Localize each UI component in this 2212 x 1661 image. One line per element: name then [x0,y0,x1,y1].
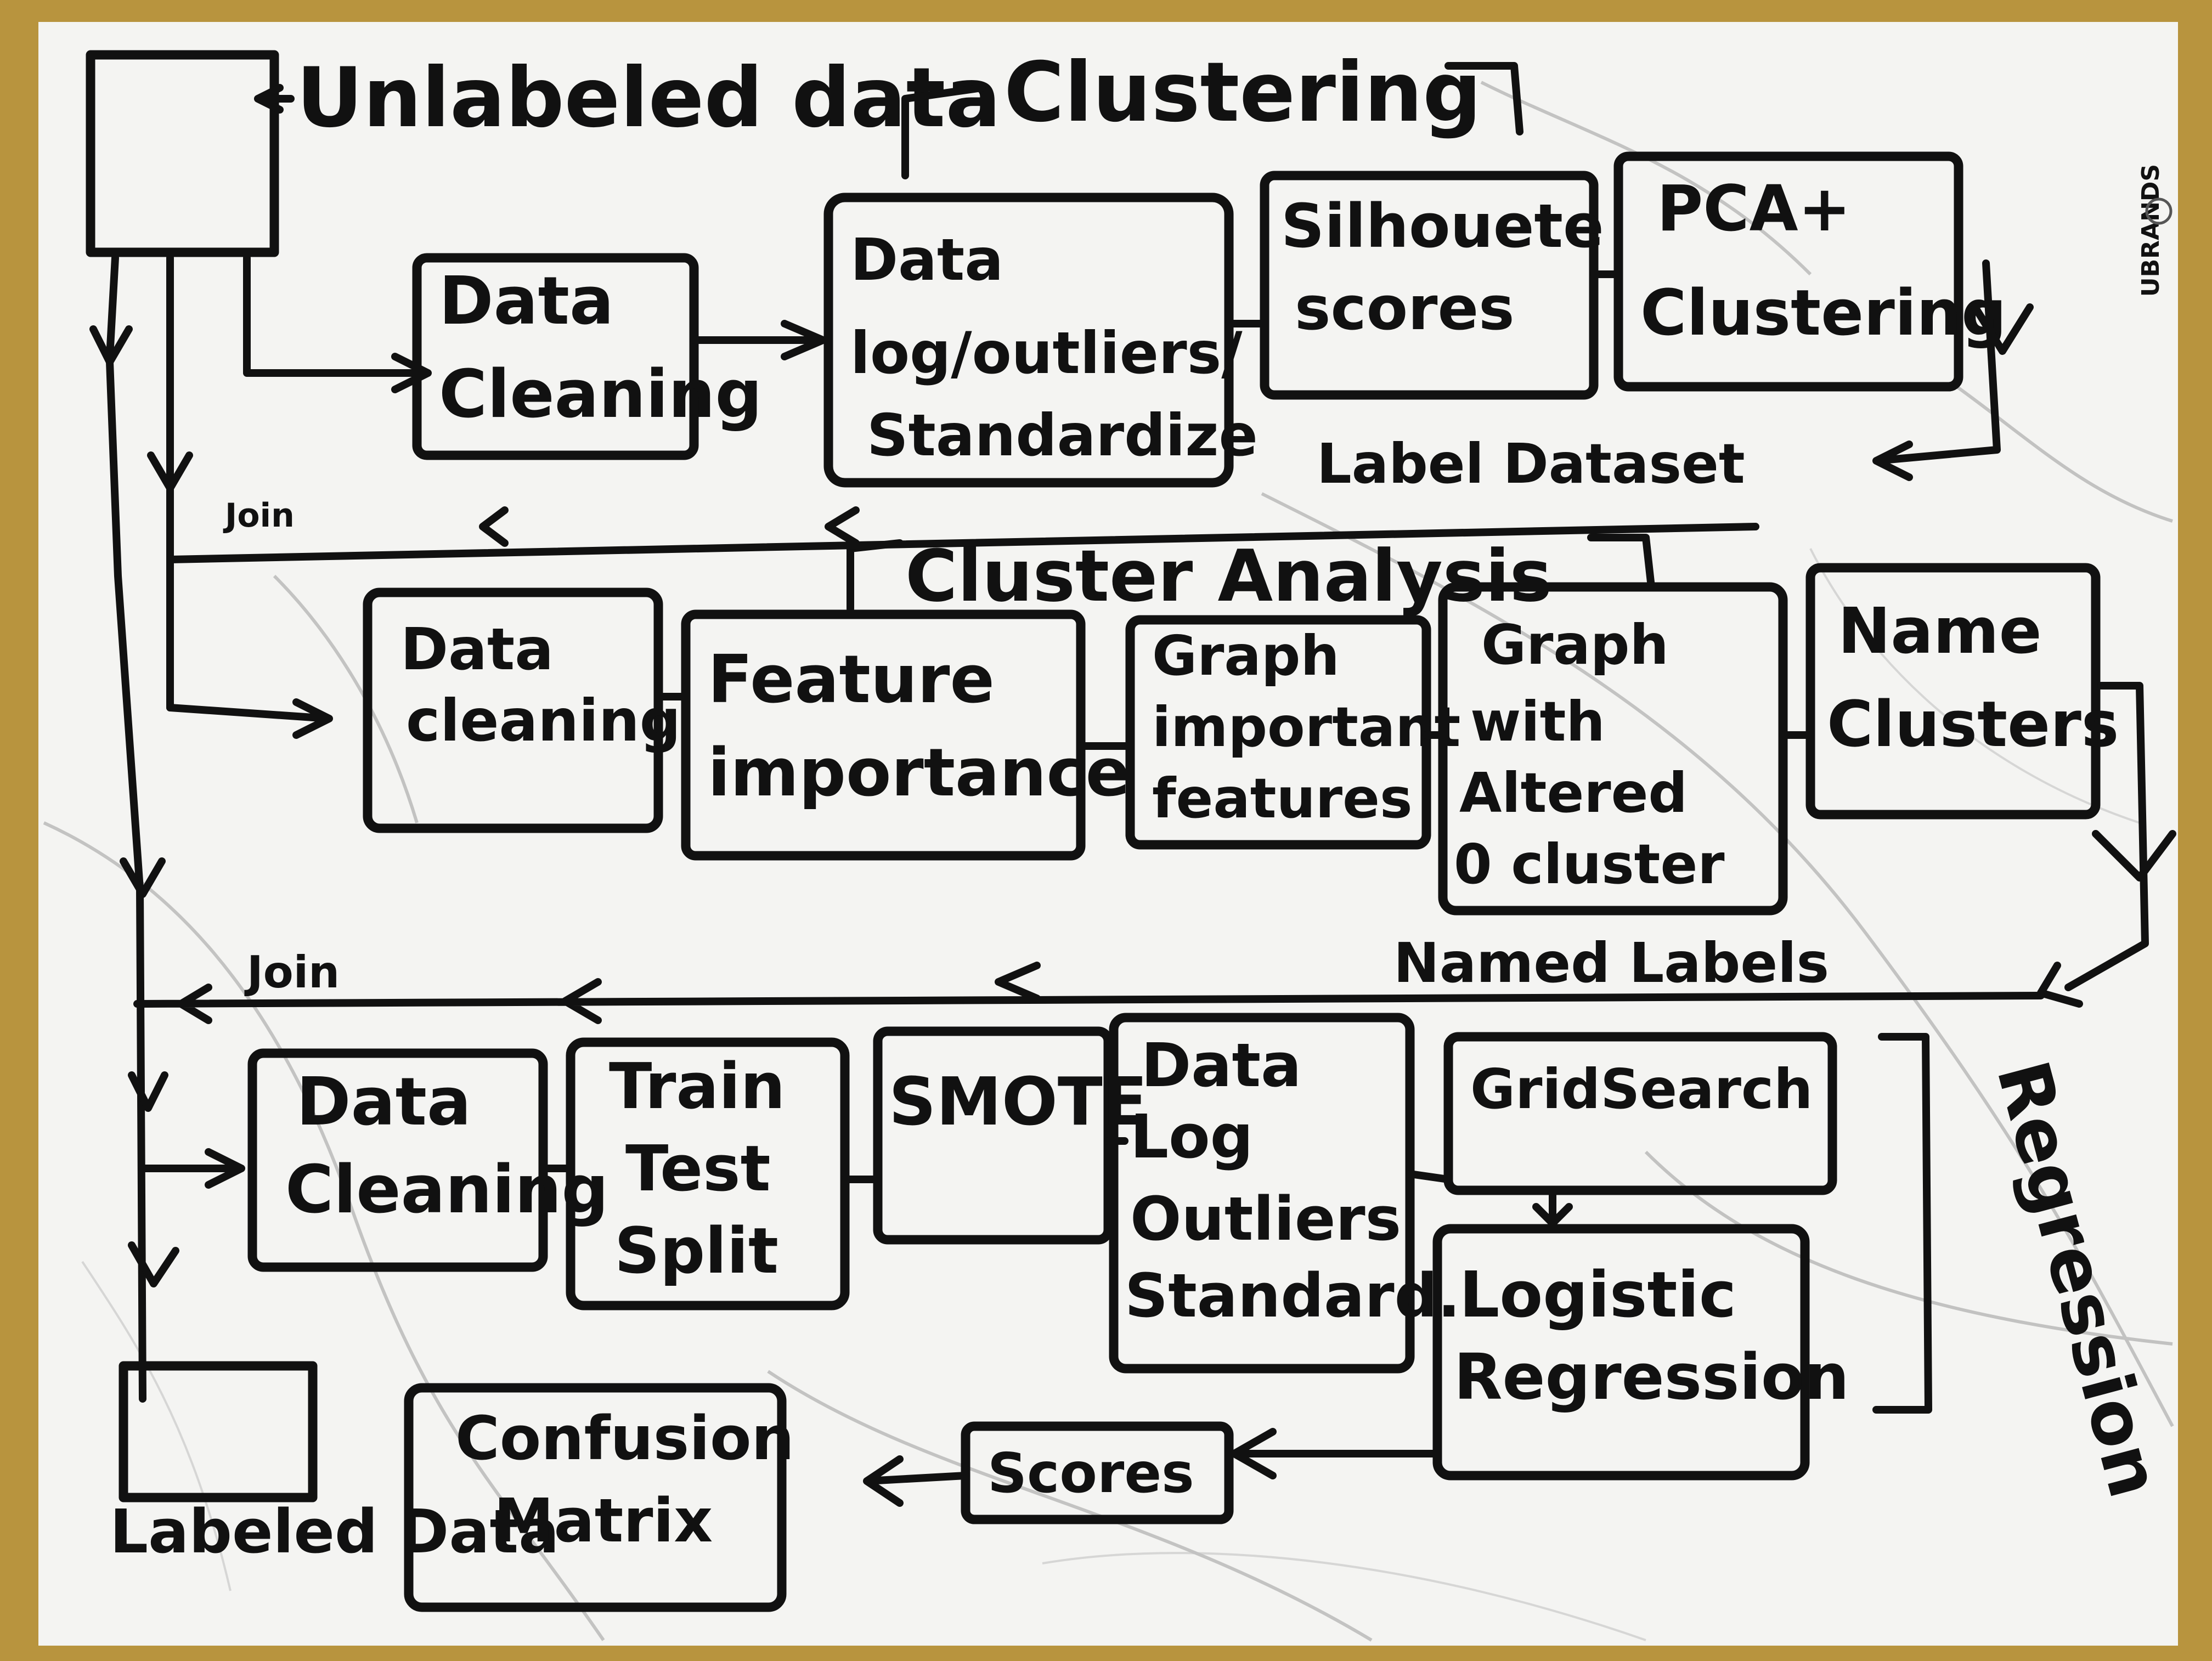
row3-train-test-text: Train Test Split [609,1050,807,1288]
inner-trunk-line [147,254,193,711]
row3-confusion-text: Confusion Matrix [455,1403,815,1556]
row3-to-confusion-arrow [863,1455,969,1507]
row2-graph-important-text: Graph important features [1152,624,1480,830]
row3-gridsearch-text: GridSearch [1470,1057,1813,1121]
row1-join-line [166,506,1759,563]
row2-graph-altered-box [1438,582,1788,916]
row1-arrow-1 [690,320,827,360]
row2-name-clusters-box [1805,563,2101,820]
row3-data-cleaning-box [247,1048,548,1272]
row1-silhouette-box [1260,171,1599,400]
row3-preprocess-text: Data Log Outliers Standard. [1125,1030,1460,1331]
row1-silhouette-text: Silhouete scores [1281,191,1625,343]
cluster-analysis-title: Cluster Analysis [905,534,1552,618]
row3-scores-text: Scores [988,1441,1194,1505]
row3-train-test-box [566,1037,850,1310]
row2-name-clusters-text: Name Clusters [1827,595,2119,761]
row2-feature-importance-box [681,609,1086,861]
clustering-bracket [901,62,1523,179]
unlabeled-data-box [86,50,279,257]
row1-data-cleaning-text: Data Cleaning [439,263,762,433]
labeled-data-label: Labeled Data [110,1496,559,1567]
to-row3-arrow [139,1148,245,1189]
trunk-down-arrow-3 [128,1071,168,1112]
labeled-data-text: Labeled Data [110,1496,559,1567]
trunk-down-arrow-2 [120,857,166,898]
row3-gridsearch-down-arrow [1532,1187,1573,1227]
row3-smote-text: SMOTE [889,1064,1148,1140]
to-row1-arrow [243,254,432,393]
board-surface [38,22,2178,1646]
row1-preprocess-text: Data log/outliers/ Standardize [850,227,1262,469]
row2-data-cleaning-box [363,587,663,833]
row3-logistic-box [1432,1224,1810,1481]
to-row2-arrow [166,698,333,739]
brand-text: UBRANDS [2137,164,2165,297]
row3-gridsearch-box [1443,1032,1837,1195]
labeled-data-box [119,1361,318,1502]
row1-pca-box [1613,151,1963,392]
label-dataset-text: Label Dataset [1317,432,1745,496]
row1-join-text: Join [223,496,295,535]
row3-preprocess-box [1109,1013,1415,1374]
row2-join-text: Join [244,947,340,998]
row3-to-scores-arrow [1231,1428,1441,1479]
row2-feature-importance-text: Feature importance [708,642,1130,811]
row2-join-line [133,962,2045,1024]
row3-logistic-text: Logistic Regression [1454,1258,1849,1414]
brand-logo-icon [2145,197,2172,225]
trunk-down-arrow-4 [128,1241,179,1287]
row3-smote-box [873,1026,1113,1245]
row1-preprocess-box [823,193,1234,488]
marble-veins [43,81,2174,1642]
left-trunk-line [106,358,146,1403]
row1-data-cleaning-box [412,253,699,460]
row3-confusion-box [404,1383,787,1612]
unlabeled-arrow [254,84,295,114]
unlabeled-data-label: Unlabeled data [296,50,1001,146]
clustering-title: Clustering [1004,45,1482,140]
regression-bracket [1872,1033,1932,1414]
row2-data-cleaning-text: Data cleaning [400,616,681,754]
row1-return-arrow [1872,259,2034,481]
row3-connector-4 [1406,1170,1452,1183]
row2-graph-altered-text: Graph with Altered 0 cluster [1454,613,1725,896]
row1-pca-text: PCA+ Clustering [1640,172,2006,350]
named-labels-text: Named Labels [1393,931,1829,995]
